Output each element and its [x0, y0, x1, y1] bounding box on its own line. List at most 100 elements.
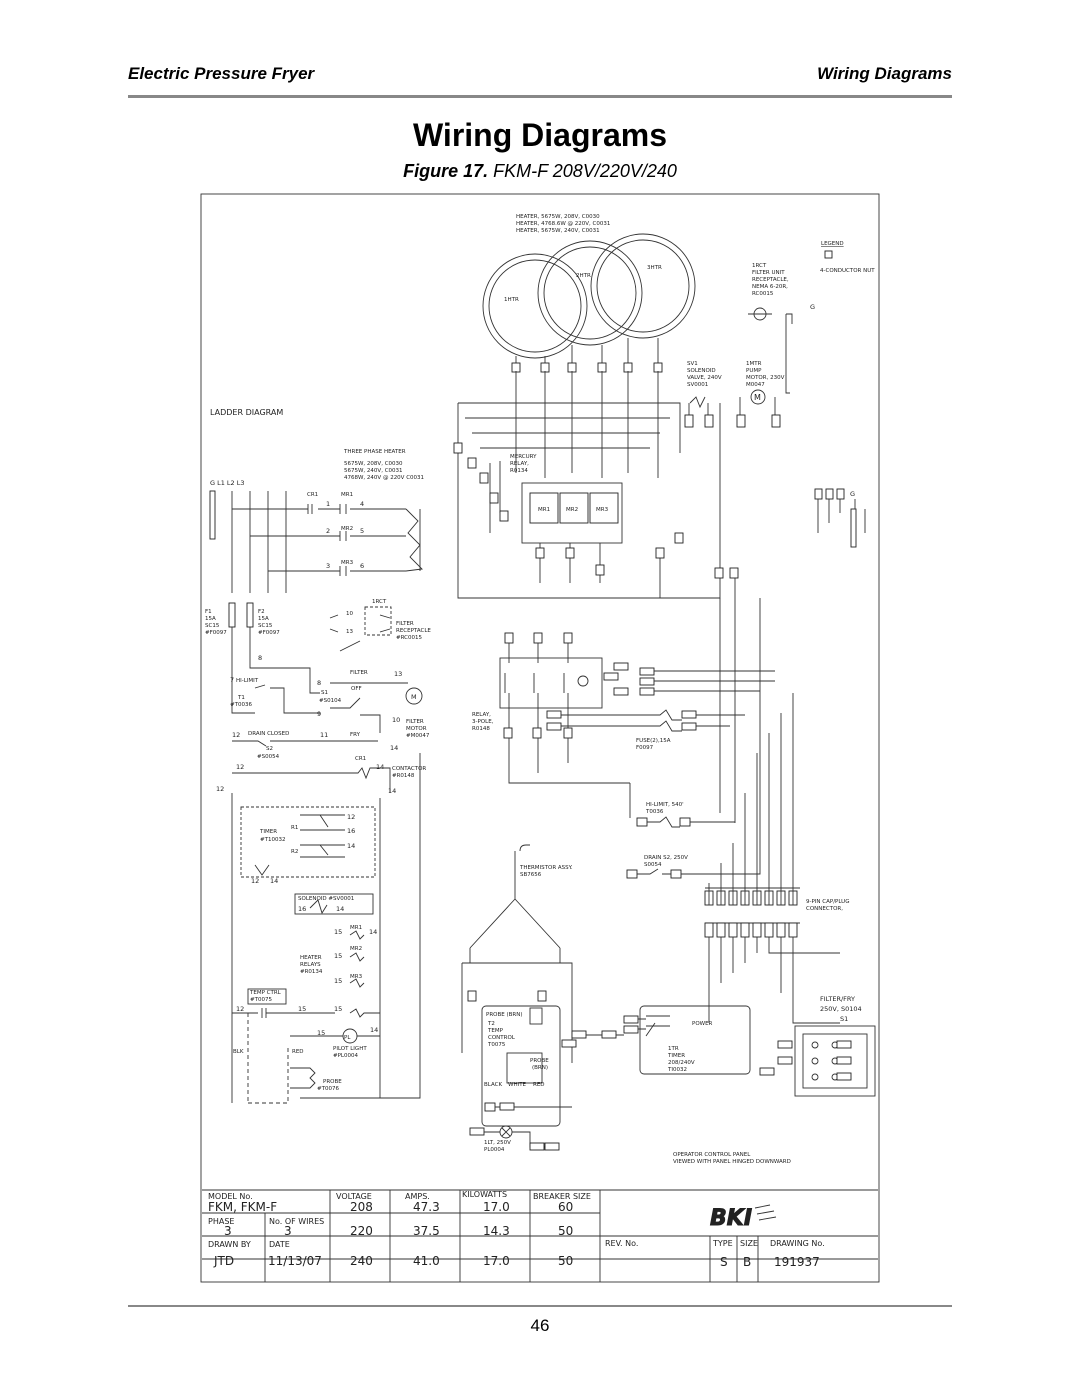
svg-text:#S0104: #S0104 — [319, 698, 342, 704]
svg-text:CONTROL: CONTROL — [488, 1035, 516, 1041]
svg-text:PROBE: PROBE — [323, 1079, 342, 1085]
svg-text:3: 3 — [326, 562, 330, 570]
svg-text:#T0036: #T0036 — [230, 702, 252, 708]
drawing-border — [200, 193, 880, 1283]
filter-motor-symbol — [405, 687, 423, 705]
figure-caption: Figure 17. FKM-F 208V/220V/240 — [0, 161, 1080, 182]
svg-text:AMPS.: AMPS. — [405, 1192, 430, 1201]
svg-text:1LT, 250V: 1LT, 250V — [484, 1140, 511, 1146]
svg-text:6: 6 — [360, 562, 364, 570]
svg-text:G: G — [810, 303, 815, 311]
svg-text:PUMP: PUMP — [746, 368, 762, 374]
svg-text:R2: R2 — [291, 849, 298, 855]
svg-text:#T10032: #T10032 — [260, 837, 285, 843]
svg-text:R0134: R0134 — [510, 468, 528, 474]
svg-text:9: 9 — [317, 710, 321, 718]
svg-text:50: 50 — [558, 1254, 573, 1268]
svg-text:208/240V: 208/240V — [668, 1060, 695, 1066]
svg-text:RECEPTACLE,: RECEPTACLE, — [752, 277, 789, 283]
figure-title: FKM-F 208V/220V/240 — [493, 161, 677, 181]
svg-text:RELAY,: RELAY, — [510, 461, 529, 467]
timer-box — [240, 806, 376, 878]
svg-text:13: 13 — [394, 670, 402, 678]
svg-text:OFF: OFF — [351, 686, 362, 692]
svg-text:11: 11 — [320, 731, 328, 739]
svg-text:SOLENOID: SOLENOID — [687, 368, 716, 374]
svg-text:10: 10 — [346, 611, 353, 617]
svg-text:HI-LIMIT: HI-LIMIT — [236, 678, 259, 684]
svg-text:OPERATOR CONTROL PANEL: OPERATOR CONTROL PANEL — [673, 1152, 751, 1158]
control-panel: PROBE (BRN) T2 TEMP CONTROL T0075 PROBE(… — [469, 1005, 791, 1165]
svg-text:FILTER: FILTER — [406, 719, 424, 725]
svg-text:MR2: MR2 — [341, 526, 353, 532]
svg-text:FILTER/FRY: FILTER/FRY — [820, 995, 855, 1003]
svg-text:HEATER, 4768.6W @ 220V, C0031: HEATER, 4768.6W @ 220V, C0031 — [516, 221, 610, 227]
svg-text:17.0: 17.0 — [483, 1200, 510, 1214]
svg-text:KILOWATTS: KILOWATTS — [462, 1190, 507, 1199]
svg-text:14: 14 — [369, 928, 377, 936]
svg-text:TYPE: TYPE — [712, 1239, 733, 1248]
footer-rule — [128, 1305, 952, 1307]
svg-text:12: 12 — [347, 813, 355, 821]
svg-text:R1: R1 — [291, 825, 298, 831]
svg-text:13: 13 — [346, 629, 353, 635]
heater-1-coil — [482, 253, 588, 359]
svg-text:PROBE: PROBE — [530, 1058, 549, 1064]
svg-text:MR3: MR3 — [350, 974, 363, 980]
svg-text:S0054: S0054 — [644, 862, 662, 868]
svg-text:BLACK: BLACK — [484, 1082, 502, 1088]
svg-text:41.0: 41.0 — [413, 1254, 440, 1268]
svg-text:14: 14 — [390, 744, 398, 752]
svg-text:SB7656: SB7656 — [520, 872, 542, 878]
svg-text:15: 15 — [298, 1005, 306, 1013]
svg-text:CR1: CR1 — [355, 756, 366, 762]
svg-text:FILTER: FILTER — [396, 621, 414, 627]
svg-text:11/13/07: 11/13/07 — [268, 1254, 322, 1268]
svg-text:14: 14 — [388, 787, 396, 795]
svg-text:RELAYS: RELAYS — [300, 962, 321, 968]
svg-text:12: 12 — [216, 785, 224, 793]
svg-text:RED: RED — [292, 1049, 304, 1055]
line-labels: G L1 L2 L3 — [210, 479, 245, 487]
svg-text:#PL0004: #PL0004 — [333, 1053, 358, 1059]
svg-text:#F0097: #F0097 — [258, 630, 280, 636]
svg-text:#T0076: #T0076 — [317, 1086, 339, 1092]
svg-text:DATE: DATE — [269, 1240, 290, 1249]
svg-text:37.5: 37.5 — [413, 1224, 440, 1238]
svg-text:12: 12 — [236, 763, 244, 771]
svg-text:M0047: M0047 — [746, 382, 765, 388]
svg-text:SOLENOID #SV0001: SOLENOID #SV0001 — [298, 896, 354, 902]
svg-text:MERCURY: MERCURY — [510, 454, 537, 460]
heater-3-label: 3HTR — [647, 265, 662, 271]
svg-text:15: 15 — [334, 977, 342, 985]
svg-text:M: M — [411, 693, 417, 701]
svg-text:MODEL No.: MODEL No. — [208, 1192, 253, 1201]
svg-text:208: 208 — [350, 1200, 373, 1214]
svg-text:2: 2 — [326, 527, 330, 535]
svg-text:REV. No.: REV. No. — [605, 1239, 638, 1248]
svg-text:3: 3 — [284, 1224, 292, 1238]
svg-text:#F0097: #F0097 — [205, 630, 227, 636]
svg-text:MR3: MR3 — [596, 507, 609, 513]
svg-text:B: B — [743, 1255, 751, 1269]
svg-text:15: 15 — [317, 1029, 325, 1037]
svg-text:DRAIN CLOSED: DRAIN CLOSED — [248, 731, 289, 737]
svg-text:(BRN): (BRN) — [532, 1065, 548, 1071]
svg-text:FRY: FRY — [350, 732, 361, 738]
svg-text:12: 12 — [232, 731, 240, 739]
svg-text:TIMER: TIMER — [667, 1053, 685, 1059]
svg-text:SIZE: SIZE — [740, 1239, 758, 1248]
svg-text:#R0148: #R0148 — [392, 773, 415, 779]
svg-text:POWER: POWER — [692, 1021, 713, 1027]
filter-fry-switch: FILTER/FRY 250V, S0104 S1 — [759, 995, 876, 1097]
svg-text:14: 14 — [270, 877, 278, 885]
svg-text:MOTOR, 230V: MOTOR, 230V — [746, 375, 785, 381]
heater-notes: HEATER, 5675W, 208V, C0030 HEATER, 4768.… — [516, 214, 610, 234]
ladder-title: LADDER DIAGRAM — [210, 408, 283, 417]
contactor-relay: RELAY, 3-POLE, R0148 FUSE(2),15A F0097 H… — [472, 578, 775, 879]
bki-logo: BKI — [710, 1206, 752, 1231]
svg-text:4768W, 240V @ 220V C0031: 4768W, 240V @ 220V C0031 — [344, 475, 424, 481]
svg-text:MR2: MR2 — [350, 946, 362, 952]
svg-text:15A: 15A — [205, 616, 216, 622]
